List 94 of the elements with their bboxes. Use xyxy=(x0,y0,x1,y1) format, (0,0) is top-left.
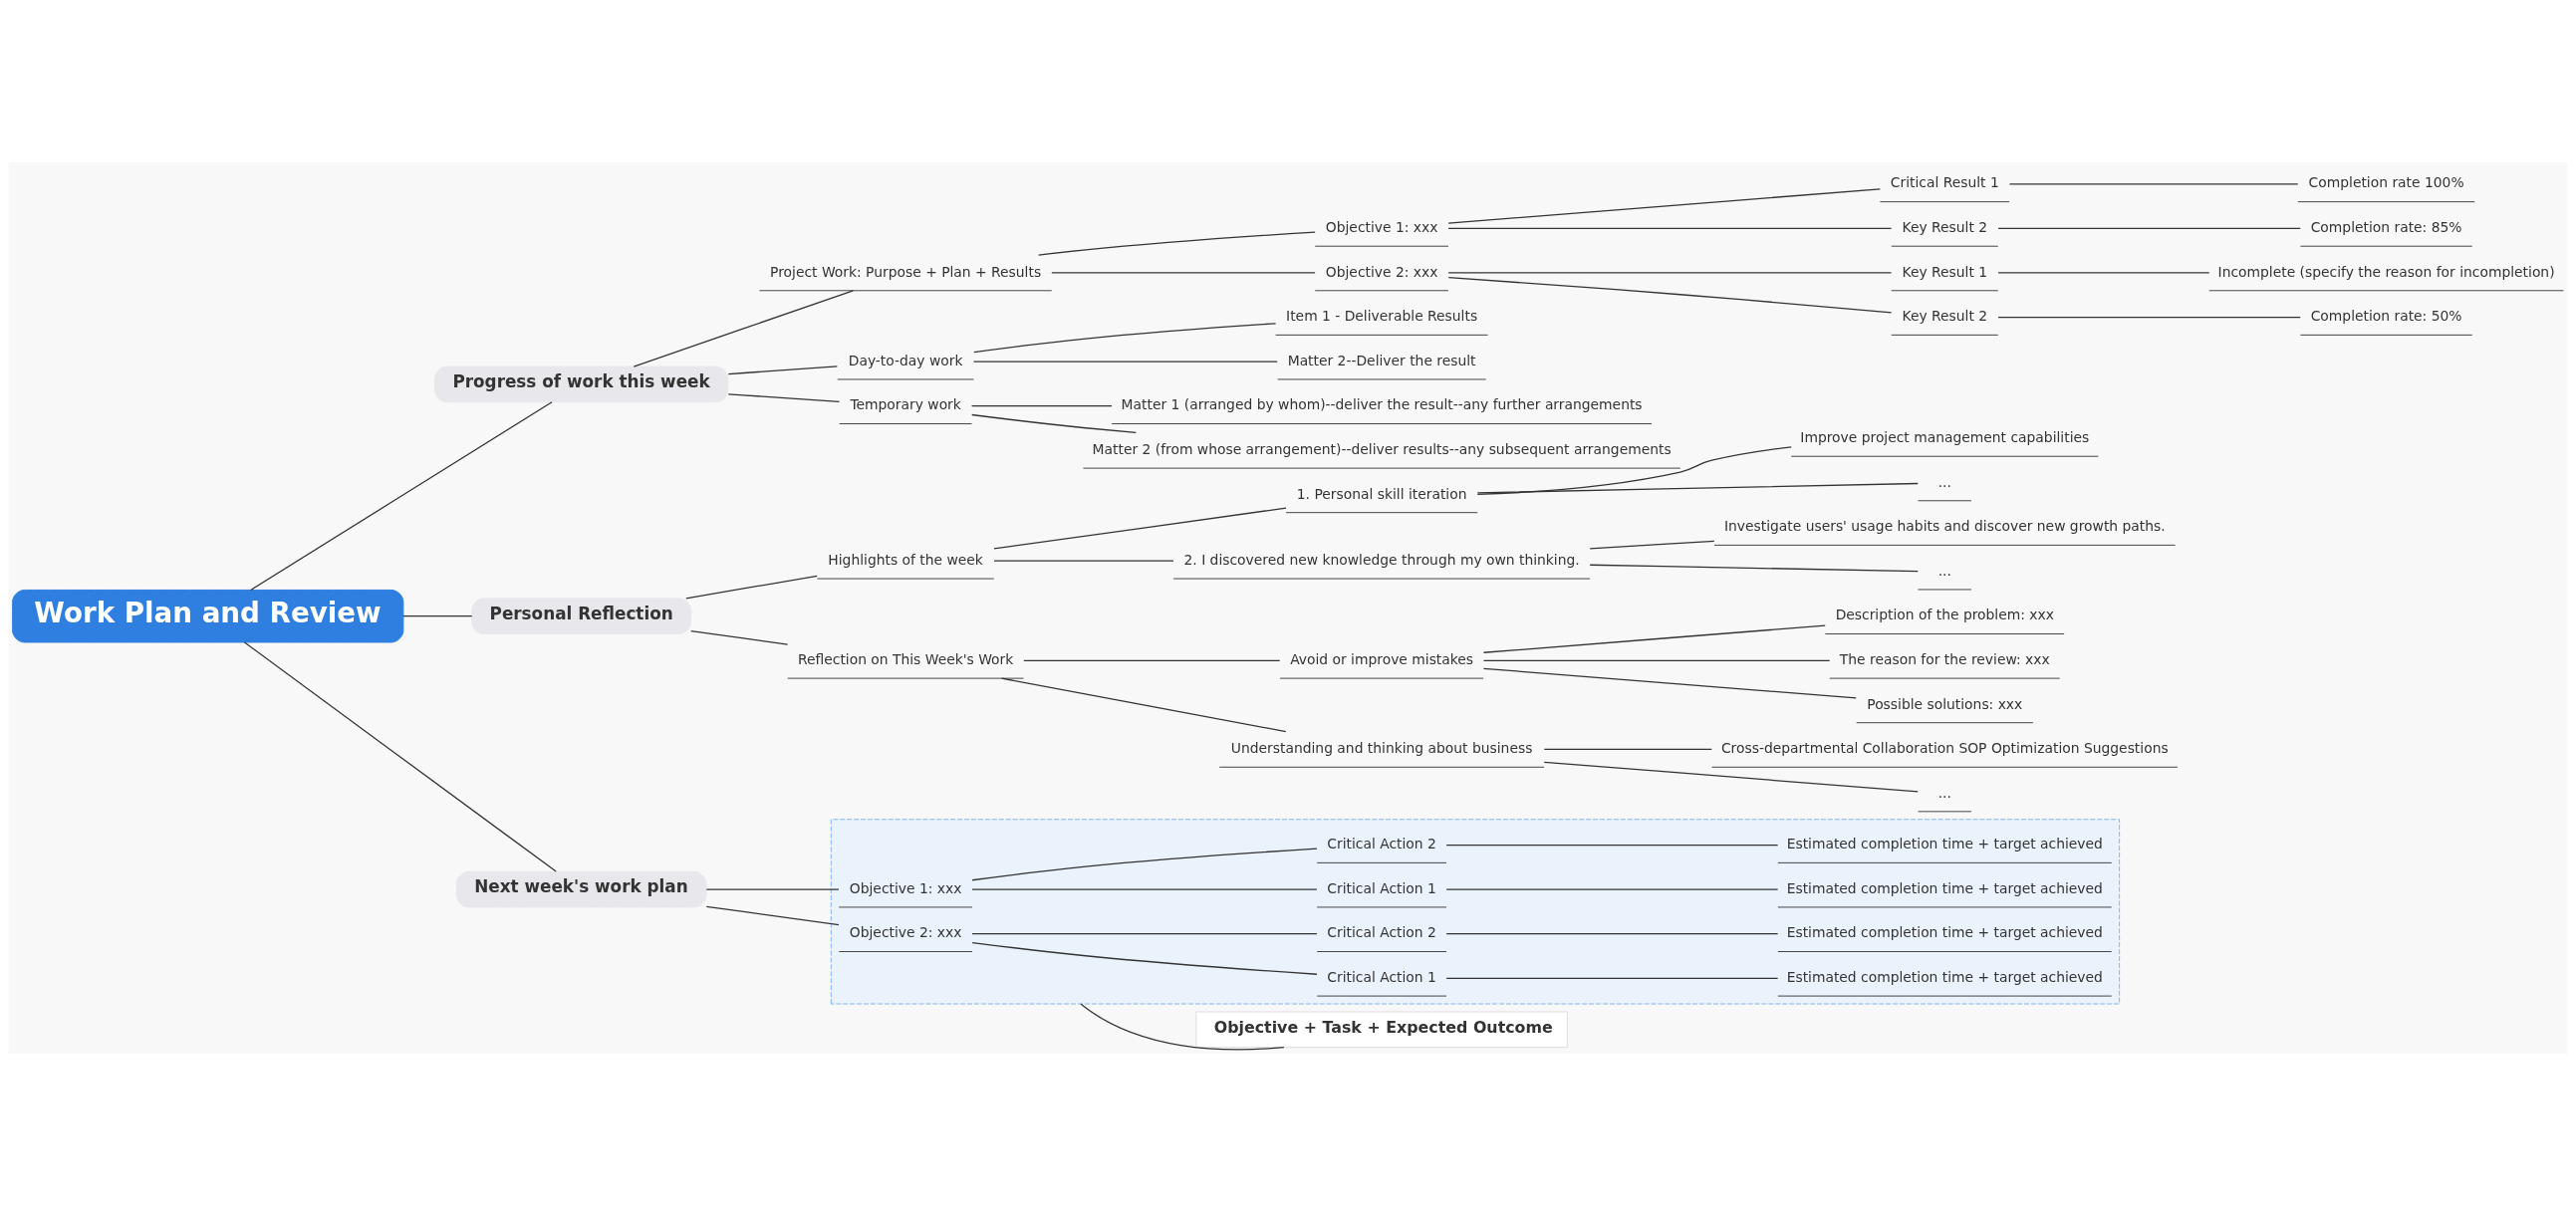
connector xyxy=(727,393,841,402)
node-text: Understanding and thinking about business xyxy=(1230,740,1533,757)
node-text: Project Work: Purpose + Plan + Results xyxy=(770,263,1042,280)
connector xyxy=(1445,888,1779,890)
cluster xyxy=(830,819,2121,1005)
node-box: Work Plan and Review xyxy=(12,589,404,643)
node-text: Matter 2--Deliver the result xyxy=(1287,352,1476,368)
connector xyxy=(972,361,1278,363)
node-text: Critical Action 2 xyxy=(1327,836,1436,852)
connector xyxy=(970,405,1113,407)
node-text: Estimated completion time + target achieved xyxy=(1786,924,2103,941)
connector xyxy=(993,507,1287,550)
node-text: Cross-departmental Collaboration SOP Optimization Suggestions xyxy=(1720,740,2169,757)
connector xyxy=(971,413,1137,434)
connector xyxy=(243,641,557,872)
node-text: Key Result 2 xyxy=(1902,219,1988,236)
node-text: Completion rate 100% xyxy=(2308,174,2464,191)
node-text: Highlights of the week xyxy=(828,551,983,568)
node-text: Objective 2: xxx xyxy=(1325,263,1438,280)
node-text: Matter 1 (arranged by whom)--deliver the result--any further arrangements xyxy=(1121,396,1643,413)
connector xyxy=(1589,564,1919,573)
node-text: Key Result 2 xyxy=(1902,308,1988,325)
connector xyxy=(1447,188,1881,224)
node-text: Key Result 1 xyxy=(1902,263,1988,280)
node-box: Next week's work plan xyxy=(455,870,707,908)
node-text: The reason for the review: xxx xyxy=(1839,650,2050,667)
connector xyxy=(1482,624,1826,653)
node-text: Objective 2: xxx xyxy=(849,924,962,941)
connector xyxy=(1038,231,1316,256)
connector xyxy=(971,933,1318,935)
node-text: Objective 1: xxx xyxy=(849,879,962,896)
node-text: Objective 1: xxx xyxy=(1325,219,1438,236)
connector xyxy=(705,905,840,926)
connector xyxy=(1589,540,1715,550)
node-text: Estimated completion time + target achieved xyxy=(1786,968,2103,985)
node-text: Estimated completion time + target achieved xyxy=(1786,836,2103,852)
node-text: Completion rate: 85% xyxy=(2310,219,2462,236)
node-text: Possible solutions: xxx xyxy=(1867,695,2023,712)
node-text: Incomplete (specify the reason for incompletion) xyxy=(2217,263,2555,280)
node-text: Critical Result 1 xyxy=(1890,174,1999,191)
connector xyxy=(1445,977,1779,979)
connector xyxy=(1997,316,2301,319)
node-text: Description of the problem: xxx xyxy=(1835,607,2054,623)
connector xyxy=(1543,761,1919,793)
connector xyxy=(1482,667,1857,699)
node-text: Matter 2 (from whose arrangement)--deliver results--any subsequent arrangements xyxy=(1092,440,1672,457)
node-text: Critical Action 1 xyxy=(1327,879,1436,896)
connector xyxy=(1476,482,1919,494)
connector xyxy=(971,848,1318,881)
node-text: Item 1 - Deliverable Results xyxy=(1286,308,1478,325)
connector xyxy=(993,560,1174,562)
node-box: Progress of work this week xyxy=(434,365,729,403)
node-text: Estimated completion time + target achieved xyxy=(1786,879,2103,896)
connector xyxy=(1997,227,2301,229)
connector xyxy=(1023,659,1281,661)
node-text: Completion rate: 50% xyxy=(2310,308,2462,325)
connector xyxy=(1000,677,1287,733)
node-box: Objective + Task + Expected Outcome xyxy=(1195,1011,1568,1049)
connector xyxy=(685,575,818,600)
connector xyxy=(1476,446,1792,496)
connector xyxy=(633,290,855,367)
node-text: Day-to-day work xyxy=(848,352,963,368)
connector xyxy=(1445,844,1779,847)
node-text: Improve project management capabilities xyxy=(1800,429,2090,446)
node-text: Reflection on This Week's Work xyxy=(797,650,1014,667)
node-text: Investigate users' usage habits and discover new growth paths. xyxy=(1723,518,2166,535)
connector xyxy=(1445,933,1779,935)
connector xyxy=(1447,227,1893,229)
node-text: ... xyxy=(1937,473,1951,490)
node-text: ... xyxy=(1937,784,1951,801)
connector xyxy=(971,888,1318,890)
connector xyxy=(1543,748,1712,751)
connector xyxy=(1447,276,1893,314)
connector xyxy=(1997,272,2210,274)
node-text: Critical Action 2 xyxy=(1327,924,1436,941)
node-text: 2. I discovered new knowledge through my own thinking. xyxy=(1183,551,1580,568)
connector xyxy=(2008,183,2299,185)
connector xyxy=(727,365,839,375)
connector xyxy=(250,401,553,592)
connector xyxy=(1447,272,1893,274)
connector xyxy=(973,323,1277,354)
node-text: 1. Personal skill iteration xyxy=(1296,485,1467,502)
connector xyxy=(705,888,840,890)
node-text: Avoid or improve mistakes xyxy=(1290,650,1474,667)
node-text: ... xyxy=(1937,562,1951,579)
node-box: Personal Reflection xyxy=(471,598,692,635)
node-text: Temporary work xyxy=(850,396,961,413)
connector xyxy=(1482,659,1831,661)
connector xyxy=(971,941,1318,975)
connector xyxy=(690,630,789,645)
connector xyxy=(402,615,473,617)
connector xyxy=(1080,1003,1285,1051)
node-text: Critical Action 1 xyxy=(1327,968,1436,985)
connector xyxy=(1051,272,1316,274)
